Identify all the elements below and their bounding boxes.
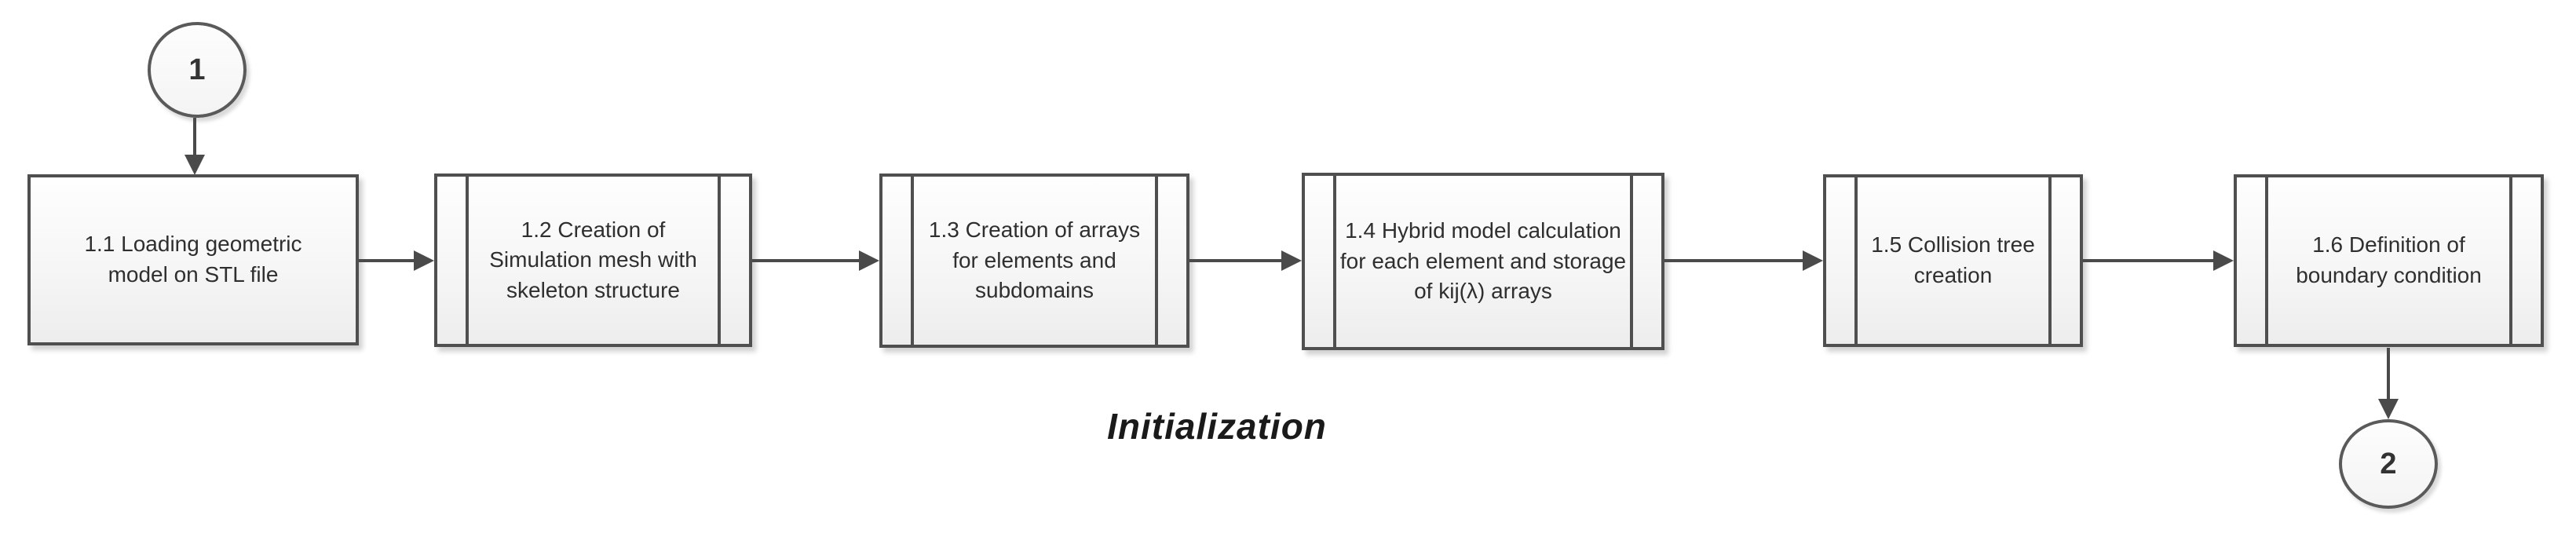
arrow-1-5-to-1-6 <box>2083 250 2234 271</box>
predefined-process-bar-left <box>911 177 914 345</box>
flow-node-1-5: 1.5 Collision tree creation <box>1823 174 2083 347</box>
off-page-connector-2: 2 <box>2339 419 2438 509</box>
predefined-process-bar-right <box>2048 177 2052 344</box>
arrow-1-2-to-1-3 <box>752 250 879 271</box>
arrowhead-right-icon <box>414 250 434 271</box>
predefined-process-bar-left <box>466 177 469 344</box>
flow-node-1-6: 1.6 Definition of boundary condition <box>2234 174 2544 347</box>
arrowhead-right-icon <box>1803 250 1823 271</box>
arrow-shaft <box>1664 259 1806 262</box>
flow-node-label: 1.2 Creation of Simulation mesh with ske… <box>489 217 697 302</box>
flow-node-1-2: 1.2 Creation of Simulation mesh with ske… <box>434 174 752 347</box>
arrowhead-down-icon <box>2378 399 2399 419</box>
arrowhead-right-icon <box>859 250 879 271</box>
predefined-process-bar-right <box>718 177 721 344</box>
arrow-1-6-to-end <box>2378 348 2399 419</box>
flow-node-label: 1.4 Hybrid model calculation for each el… <box>1339 218 1627 304</box>
flow-node-1-1: 1.1 Loading geometric model on STL file <box>27 174 359 345</box>
predefined-process-bar-left <box>1854 177 1858 344</box>
connector-number: 2 <box>2380 447 2397 480</box>
phase-caption: Initialization <box>1107 406 1327 447</box>
arrow-start-to-1-1 <box>185 118 205 175</box>
arrow-shaft <box>752 259 862 262</box>
flow-node-label: 1.1 Loading geometric model on STL file <box>84 232 302 287</box>
connector-number: 1 <box>188 53 206 86</box>
arrow-1-3-to-1-4 <box>1189 250 1302 271</box>
flow-node-label: 1.3 Creation of arrays for elements and … <box>928 217 1141 303</box>
predefined-process-bar-right <box>1630 176 1633 347</box>
predefined-process-bar-right <box>1155 177 1158 345</box>
predefined-process-bar-left <box>1333 176 1336 347</box>
arrow-shaft <box>1189 259 1284 262</box>
arrow-shaft <box>359 259 417 262</box>
arrow-1-4-to-1-5 <box>1664 250 1823 271</box>
flow-node-1-3: 1.3 Creation of arrays for elements and … <box>879 174 1189 348</box>
arrowhead-right-icon <box>1281 250 1302 271</box>
arrow-1-1-to-1-2 <box>359 250 434 271</box>
flow-node-label: 1.5 Collision tree creation <box>1871 232 2035 287</box>
flow-node-label: 1.6 Definition of boundary condition <box>2296 232 2482 287</box>
arrow-shaft <box>193 118 196 158</box>
arrow-shaft <box>2387 348 2390 402</box>
flow-node-1-4: 1.4 Hybrid model calculation for each el… <box>1302 173 1664 350</box>
predefined-process-bar-left <box>2265 177 2268 344</box>
arrowhead-down-icon <box>185 155 205 175</box>
off-page-connector-1: 1 <box>148 22 247 118</box>
arrowhead-right-icon <box>2213 250 2234 271</box>
predefined-process-bar-right <box>2509 177 2512 344</box>
arrow-shaft <box>2083 259 2216 262</box>
